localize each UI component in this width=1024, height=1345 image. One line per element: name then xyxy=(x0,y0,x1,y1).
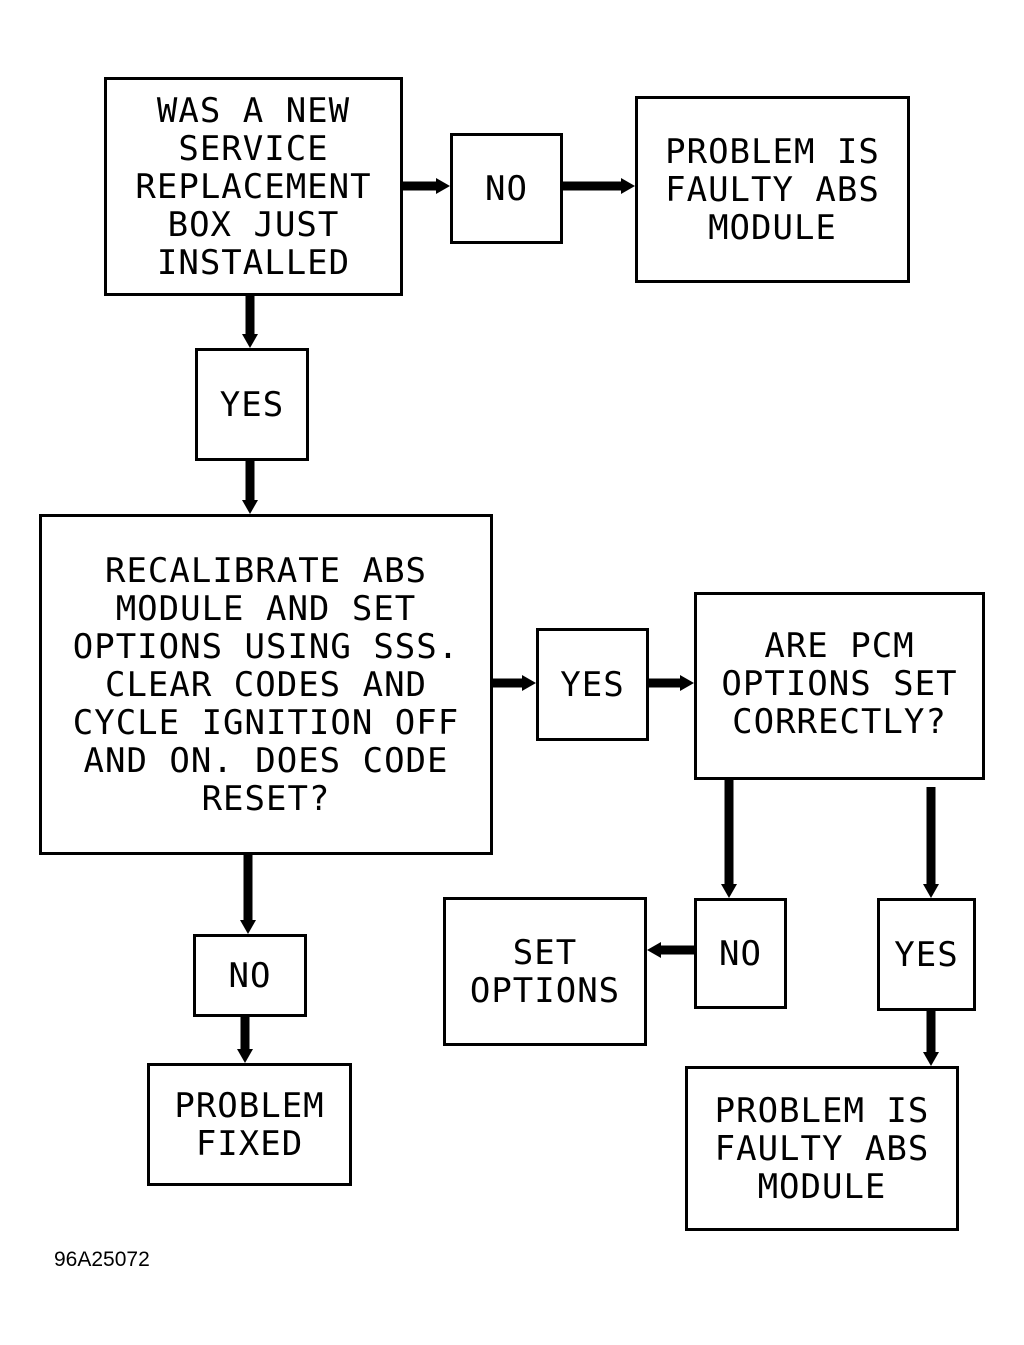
answer-yes-3-text: YES xyxy=(894,934,959,975)
answer-no-3-text: NO xyxy=(228,955,272,996)
step-recalibrate: RECALIBRATE ABS MODULE AND SET OPTIONS U… xyxy=(39,514,493,855)
question-pcm-options-text: ARE PCM OPTIONS SET CORRECTLY? xyxy=(721,626,958,742)
step-set-options: SET OPTIONS xyxy=(443,897,647,1046)
answer-yes-1: YES xyxy=(195,348,309,461)
result-faulty-abs-2-text: PROBLEM IS FAULTY ABS MODULE xyxy=(714,1090,930,1207)
question-new-box-text: WAS A NEW SERVICE REPLACEMENT BOX JUST I… xyxy=(135,90,372,283)
answer-no-2-text: NO xyxy=(719,933,762,974)
answer-yes-2-text: YES xyxy=(560,664,625,705)
answer-no-3: NO xyxy=(193,934,307,1017)
result-faulty-abs-1-text: PROBLEM IS FAULTY ABS MODULE xyxy=(665,131,880,248)
figure-id: 96A25072 xyxy=(54,1248,150,1271)
step-set-options-text: SET OPTIONS xyxy=(469,932,621,1011)
result-faulty-abs-1: PROBLEM IS FAULTY ABS MODULE xyxy=(635,96,910,283)
result-problem-fixed: PROBLEM FIXED xyxy=(147,1063,352,1186)
answer-no-1-text: NO xyxy=(485,168,528,209)
answer-no-1: NO xyxy=(450,133,563,244)
answer-yes-3: YES xyxy=(877,898,976,1011)
question-new-box: WAS A NEW SERVICE REPLACEMENT BOX JUST I… xyxy=(104,77,403,296)
result-problem-fixed-text: PROBLEM FIXED xyxy=(174,1085,325,1164)
result-faulty-abs-2: PROBLEM IS FAULTY ABS MODULE xyxy=(685,1066,959,1231)
question-pcm-options: ARE PCM OPTIONS SET CORRECTLY? xyxy=(694,592,985,780)
answer-yes-2: YES xyxy=(536,628,649,741)
answer-yes-1-text: YES xyxy=(219,384,285,425)
answer-no-2: NO xyxy=(694,898,787,1009)
step-recalibrate-text: RECALIBRATE ABS MODULE AND SET OPTIONS U… xyxy=(72,550,460,819)
